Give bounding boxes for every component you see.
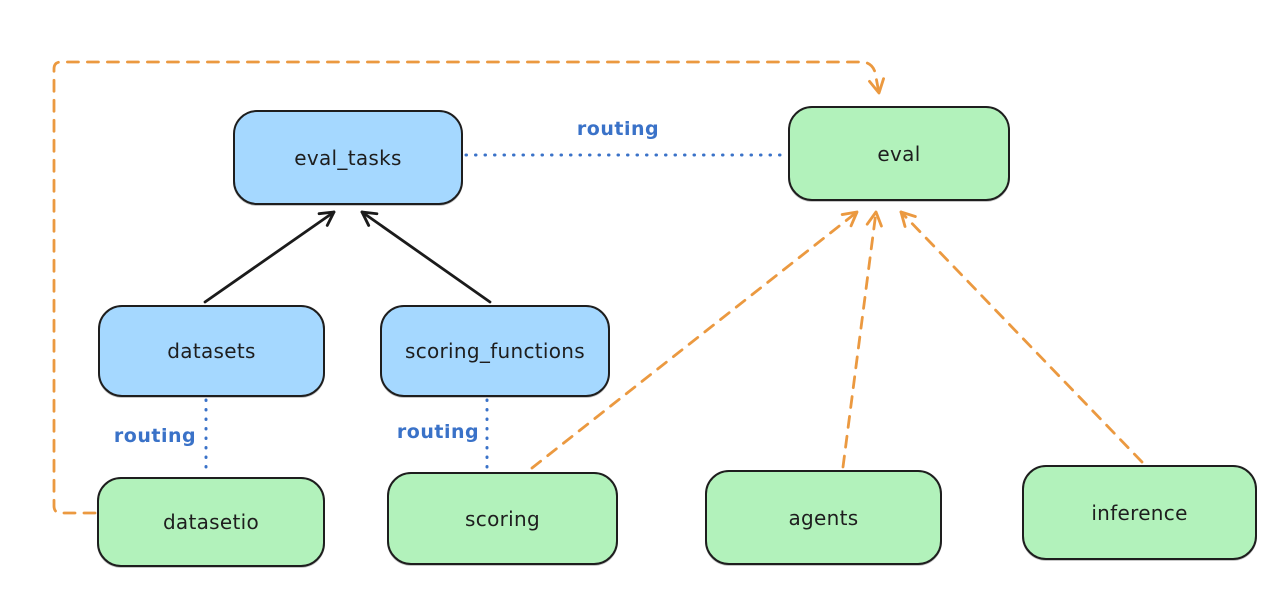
node-inference-label: inference: [1091, 500, 1188, 525]
edge-scoring-functions-to-eval-tasks: [360, 210, 492, 304]
node-datasets-label: datasets: [167, 339, 256, 363]
node-eval-label: eval: [877, 141, 921, 166]
node-datasets: datasets: [98, 305, 325, 397]
node-inference: inference: [1022, 465, 1257, 560]
node-datasetio-label: datasetio: [162, 510, 260, 534]
node-agents-label: agents: [788, 505, 859, 530]
node-eval-tasks-label: eval_tasks: [294, 145, 402, 170]
node-eval: eval: [788, 106, 1010, 201]
routing-label-datasets-datasetio: routing: [113, 425, 197, 447]
node-scoring-label: scoring: [465, 506, 540, 531]
edge-datasets-to-eval-tasks: [203, 210, 336, 304]
node-scoring-functions: scoring_functions: [380, 305, 610, 397]
routing-label-eval-tasks-eval: routing: [576, 118, 660, 140]
node-eval-tasks: eval_tasks: [233, 110, 463, 205]
routing-label-scoring-functions-scoring: routing: [396, 421, 480, 443]
node-datasetio: datasetio: [97, 477, 325, 567]
node-scoring-functions-label: scoring_functions: [404, 339, 586, 363]
edge-inference-to-eval: [899, 210, 1144, 464]
edge-agents-to-eval: [841, 210, 883, 469]
node-agents: agents: [705, 470, 942, 565]
node-scoring: scoring: [387, 472, 618, 565]
